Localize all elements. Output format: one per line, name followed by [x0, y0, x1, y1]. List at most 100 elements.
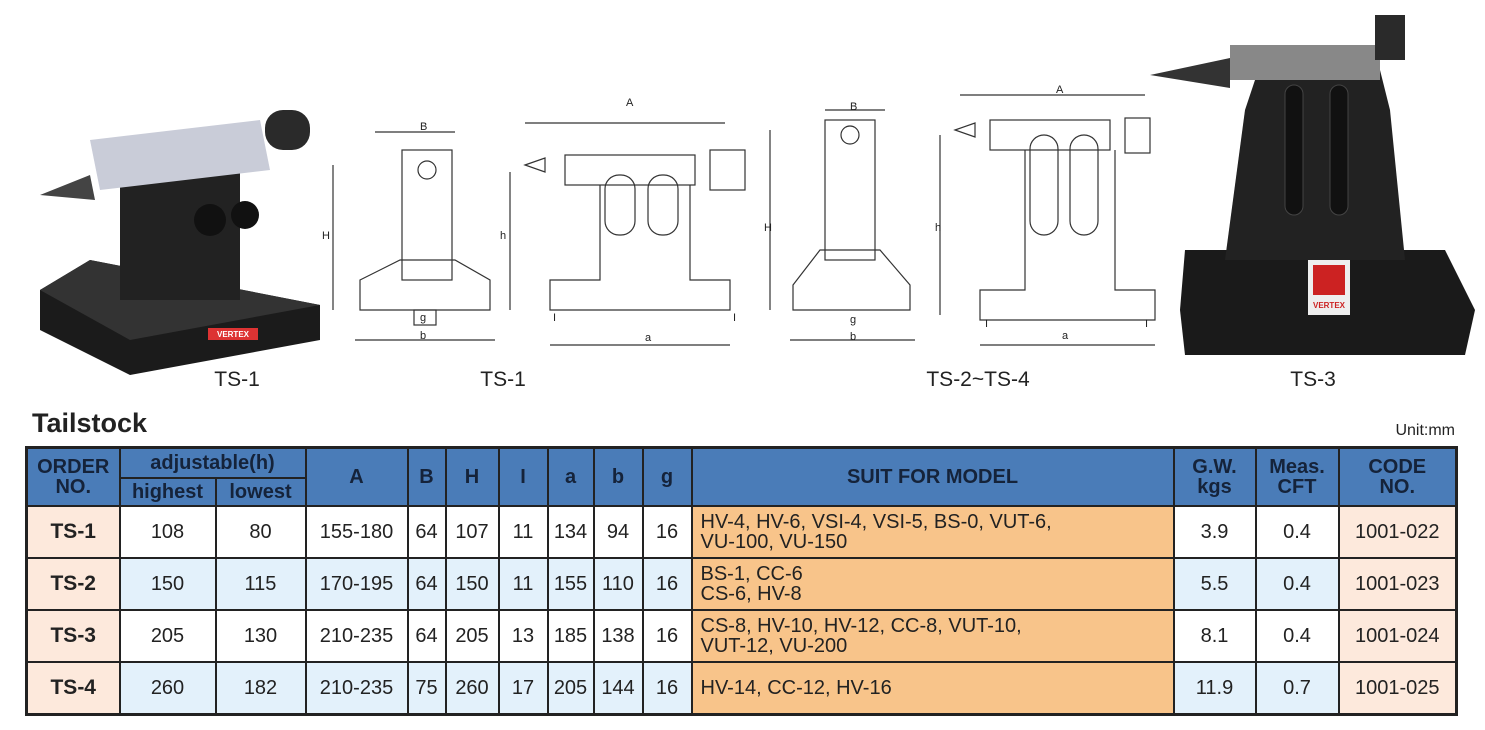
cell-meas: 0.4	[1254, 609, 1340, 663]
cell-suit: CS-8, HV-10, HV-12, CC-8, VUT-10,VUT-12,…	[690, 609, 1175, 663]
cell-suit: HV-14, CC-12, HV-16	[690, 661, 1175, 716]
cell-a: 170-195	[304, 557, 409, 611]
cell-b: 144	[592, 661, 644, 716]
cell-i: 17	[497, 661, 549, 716]
svg-text:VERTEX: VERTEX	[1313, 301, 1346, 310]
section-title: Tailstock	[32, 408, 148, 438]
header-highest: highest	[118, 477, 217, 507]
cell-b: 64	[406, 505, 447, 559]
cell-b: 64	[406, 557, 447, 611]
brand-badge: VERTEX	[217, 330, 250, 339]
cell-gw: 5.5	[1172, 557, 1257, 611]
cell-highest: 108	[118, 505, 217, 559]
ts1-drawing	[332, 122, 746, 346]
header-H: H	[444, 446, 500, 507]
caption-ts3-photo: TS-3	[1290, 368, 1336, 391]
dim-h: h	[500, 230, 507, 242]
cell-lowest: 182	[214, 661, 307, 716]
cell-meas: 0.7	[1254, 661, 1340, 716]
cell-i: 11	[497, 557, 549, 611]
cell-h: 205	[444, 609, 500, 663]
cell-a: 210-235	[304, 661, 409, 716]
cell-code: 1001-024	[1337, 609, 1458, 663]
cell-a: 185	[546, 609, 595, 663]
suit-line: VUT-12, VU-200	[700, 635, 848, 657]
suit-line: VU-100, VU-150	[700, 531, 848, 553]
header-meas: Meas.CFT	[1254, 446, 1340, 507]
header-A: A	[304, 446, 409, 507]
header-a: a	[546, 446, 595, 507]
dim-B: B	[850, 101, 858, 113]
cell-gw: 3.9	[1172, 505, 1257, 559]
dim-a: a	[1062, 330, 1069, 342]
header-suit: SUIT FOR MODEL	[690, 446, 1175, 507]
caption-ts2-ts4-drawing: TS-2~TS-4	[926, 368, 1030, 391]
cell-g: 16	[641, 505, 693, 559]
cell-h: 107	[444, 505, 500, 559]
ts3-photo: VERTEX	[1150, 15, 1475, 355]
unit-label: Unit:mm	[1395, 422, 1455, 439]
dim-H: H	[322, 230, 330, 242]
cell-suit: HV-4, HV-6, VSI-4, VSI-5, BS-0, VUT-6,VU…	[690, 505, 1175, 559]
cell-i: 11	[497, 505, 549, 559]
dim-a: a	[645, 332, 652, 344]
header-adjustable: adjustable(h)	[118, 446, 307, 479]
cell-i: 13	[497, 609, 549, 663]
cell-b: 64	[406, 609, 447, 663]
cell-code: 1001-023	[1337, 557, 1458, 611]
dim-h: h	[935, 222, 942, 234]
cell-order: TS-2	[25, 557, 121, 611]
cell-code: 1001-025	[1337, 661, 1458, 716]
caption-ts1-drawing: TS-1	[480, 368, 526, 391]
cell-lowest: 115	[214, 557, 307, 611]
cell-gw: 11.9	[1172, 661, 1257, 716]
cell-highest: 260	[118, 661, 217, 716]
caption-ts1-photo: TS-1	[214, 368, 260, 391]
dim-g: g	[420, 312, 427, 324]
cell-b: 94	[592, 505, 644, 559]
dim-A: A	[626, 97, 634, 109]
dim-I: I	[733, 312, 737, 324]
cell-highest: 150	[118, 557, 217, 611]
cell-g: 16	[641, 609, 693, 663]
header-b: b	[592, 446, 644, 507]
cell-a: 205	[546, 661, 595, 716]
header-g: g	[641, 446, 693, 507]
header-gw: G.W.kgs	[1172, 446, 1257, 507]
dim-B: B	[420, 121, 428, 133]
cell-meas: 0.4	[1254, 505, 1340, 559]
dim-I: I	[1145, 318, 1149, 330]
cell-order: TS-1	[25, 505, 121, 559]
dim-b: b	[420, 330, 427, 342]
dim-I: I	[553, 312, 557, 324]
dim-I: I	[985, 318, 989, 330]
cell-order: TS-3	[25, 609, 121, 663]
dim-A: A	[1056, 84, 1064, 96]
dim-b: b	[850, 331, 857, 343]
cell-a: 155-180	[304, 505, 409, 559]
cell-gw: 8.1	[1172, 609, 1257, 663]
cell-highest: 205	[118, 609, 217, 663]
cell-b: 138	[592, 609, 644, 663]
header-I: I	[497, 446, 549, 507]
suit-line: CS-8, HV-10, HV-12, CC-8, VUT-10,	[700, 615, 1022, 637]
cell-order: TS-4	[25, 661, 121, 716]
ts2-drawing	[769, 94, 1156, 346]
suit-line: CS-6, HV-8	[700, 583, 802, 605]
cell-meas: 0.4	[1254, 557, 1340, 611]
cell-h: 150	[444, 557, 500, 611]
suit-line: HV-14, CC-12, HV-16	[700, 677, 892, 699]
dim-H: H	[764, 222, 772, 234]
ts1-photo: VERTEX	[40, 110, 320, 375]
cell-lowest: 80	[214, 505, 307, 559]
dim-g: g	[850, 314, 857, 326]
cell-lowest: 130	[214, 609, 307, 663]
cell-b: 110	[592, 557, 644, 611]
